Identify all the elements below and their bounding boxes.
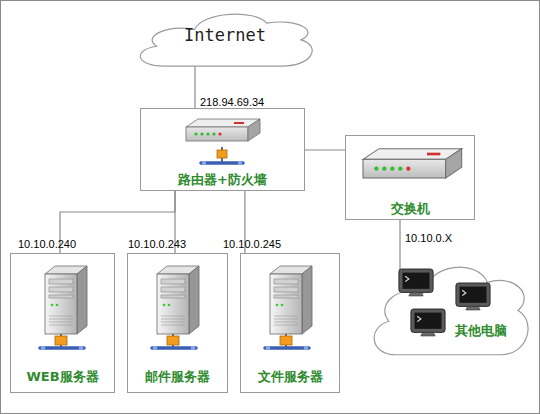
device-box: 文件服务器 xyxy=(240,253,340,393)
server-icon xyxy=(40,266,87,350)
router-icon xyxy=(186,119,260,141)
network-link xyxy=(399,220,400,276)
cloud-node: 其他电脑 xyxy=(365,250,535,358)
server-icon xyxy=(265,266,312,350)
computer-icon xyxy=(411,309,445,336)
ip-address: 10.10.0.240 xyxy=(18,238,76,251)
node-label: 邮件服务器 xyxy=(128,368,227,386)
network-symbol xyxy=(201,147,243,165)
computer-icon xyxy=(456,283,490,310)
node-label: 文件服务器 xyxy=(241,368,339,386)
device-box: 路由器+防火墙 xyxy=(140,108,305,191)
server-icon xyxy=(152,266,199,350)
node-label: WEB服务器 xyxy=(11,368,114,386)
cloud-node: Internet xyxy=(130,4,320,68)
node-label: 其他电脑 xyxy=(455,322,507,340)
ip-address: 218.94.69.34 xyxy=(200,96,264,109)
ip-address: 10.10.0.X xyxy=(405,232,452,245)
ip-address: 10.10.0.243 xyxy=(128,238,186,251)
node-label: 路由器+防火墙 xyxy=(141,171,304,189)
node-label: 交换机 xyxy=(346,200,474,218)
ip-address: 10.10.0.245 xyxy=(223,238,281,251)
cloud-outline xyxy=(365,250,535,358)
device-box: WEB服务器 xyxy=(10,253,115,393)
switch-icon xyxy=(363,149,462,178)
device-box: 交换机 xyxy=(345,135,475,220)
cloud-shape xyxy=(374,267,528,355)
computer-icon xyxy=(399,269,433,296)
device-box: 邮件服务器 xyxy=(127,253,228,393)
node-label: Internet xyxy=(130,25,320,45)
network-link xyxy=(305,149,345,150)
